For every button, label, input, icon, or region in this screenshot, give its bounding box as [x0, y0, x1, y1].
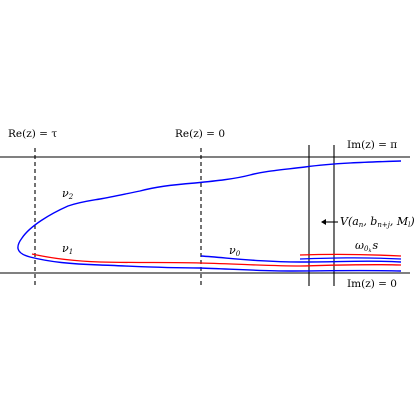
- label-re-zero: Re(z) = 0: [175, 128, 225, 140]
- label-nu0: ν0: [229, 244, 241, 258]
- curve-nu2-nu1: [17, 160, 402, 272]
- label-nu2: ν2: [62, 187, 74, 201]
- curve-omega-blue: [299, 257, 402, 260]
- curve-red-lower: [31, 253, 402, 267]
- label-re-tau: Re(z) = τ: [8, 128, 57, 140]
- label-im-zero: Im(z) = 0: [347, 278, 397, 290]
- label-im-pi: Im(z) = π: [347, 139, 397, 151]
- curve-omega: [299, 253, 402, 257]
- curve-nu0: [200, 255, 402, 263]
- label-omega: ω0ks: [355, 239, 378, 254]
- label-v-operator: V(an, bn+j, Ml): [340, 215, 415, 229]
- label-nu1: ν1: [62, 242, 73, 256]
- arrow-v-head: [321, 219, 326, 225]
